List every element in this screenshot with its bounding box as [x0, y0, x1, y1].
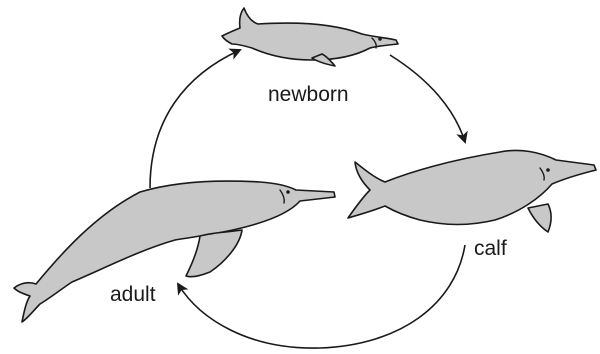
river-dolphin-calf-icon [348, 150, 596, 232]
river-dolphin-adult-icon [14, 181, 335, 322]
stage-label-calf: calf [474, 237, 507, 260]
cycle-arrow-newborn-to-calf [390, 55, 465, 142]
cycle-arrow-adult-to-newborn [150, 50, 240, 188]
stage-label-adult: adult [110, 283, 156, 306]
stage-label-newborn: newborn [268, 83, 349, 106]
river-dolphin-newborn-icon [222, 8, 398, 66]
